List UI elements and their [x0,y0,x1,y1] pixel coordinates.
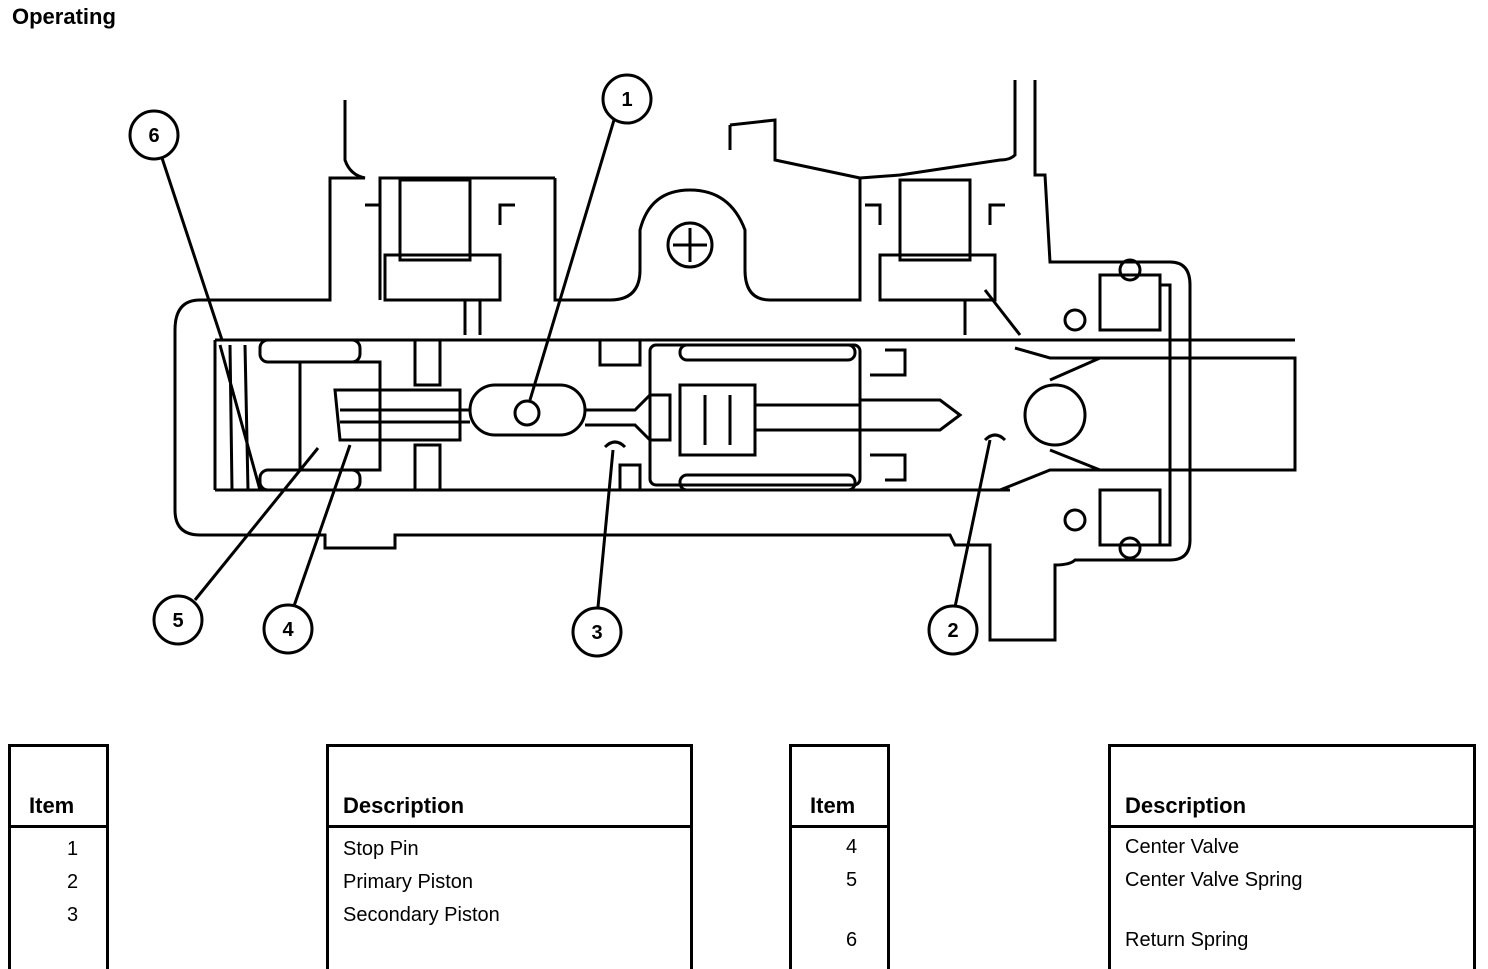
table-2-description-column: Description Center Valve Center Valve Sp… [1108,744,1476,969]
item-header: Item [29,793,75,818]
table-row-item: 4 [846,836,858,858]
callout-5: 5 [172,610,183,632]
description-header: Description [343,793,465,818]
table-row-item: 1 [67,838,79,860]
inlet-ports [365,178,1022,336]
master-cylinder-diagram: 1 2 3 4 5 6 [128,73,1297,658]
table-row-description: Center Valve Spring [1125,869,1303,891]
table-row-description: Secondary Piston [343,904,500,926]
table-row-description: Primary Piston [343,871,474,893]
cylinder-bore [213,338,1295,492]
callout-3: 3 [591,622,602,644]
page-title: Operating [12,4,116,29]
table-row-description: Stop Pin [343,838,419,860]
table-row-description: Center Valve [1125,836,1240,858]
reservoir-body [173,80,1192,642]
table-row-item: 6 [846,929,858,951]
secondary-piston [648,343,963,492]
callout-4: 4 [282,619,294,641]
callouts: 1 2 3 4 5 6 [128,73,1007,658]
callout-6: 6 [148,125,159,147]
table-1-item-column: Item 1 2 3 [8,744,109,969]
primary-piston [999,258,1297,560]
table-row-item: 3 [67,904,79,926]
table-row-item: 5 [846,869,858,891]
table-row-item: 2 [67,871,79,893]
table-row-description: Return Spring [1125,929,1249,951]
table-2-item-column: Item 4 5 6 [789,744,890,969]
item-header: Item [810,793,856,818]
table-1-description-column: Description Stop Pin Primary Piston Seco… [326,744,693,969]
callout-1: 1 [621,89,632,111]
description-header: Description [1125,793,1247,818]
callout-2: 2 [947,620,958,642]
